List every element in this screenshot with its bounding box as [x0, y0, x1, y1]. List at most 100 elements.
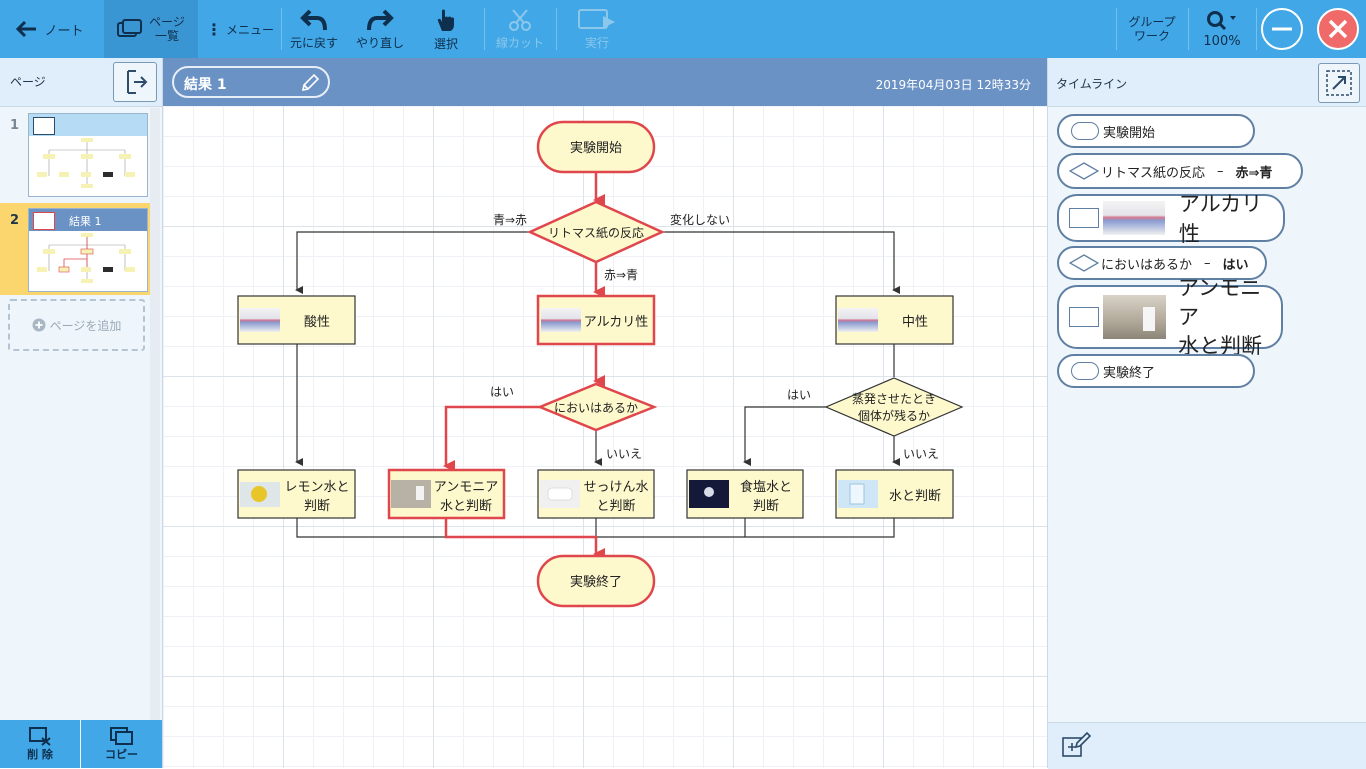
run-icon: [578, 8, 615, 29]
node-neutral[interactable]: 中性: [835, 295, 954, 345]
timeline-item-label: においはあるか: [1101, 257, 1193, 273]
flowchart: 実験開始 リトマス紙の反応 青⇒赤 変化しない 赤⇒青 酸性 アルカリ性 中性: [237, 120, 964, 608]
litmus-image: [838, 308, 878, 332]
page-thumbnail-2[interactable]: 2 結果 1: [0, 203, 150, 295]
decision-litmus[interactable]: リトマス紙の反応: [526, 200, 666, 264]
thumbnail-title: 結果 1: [69, 215, 102, 228]
groupwork-button[interactable]: グループ ワーク: [1118, 0, 1186, 58]
timeline-item-litmus[interactable]: リトマス紙の反応 – 赤⇒青: [1057, 153, 1303, 189]
page-titlebar: 結果 1 2019年04月03日 12時33分: [163, 58, 1047, 106]
arrow-left-icon: [16, 20, 37, 38]
add-page-button[interactable]: ページを追加: [8, 299, 145, 351]
page-thumbnail-1[interactable]: 1: [0, 108, 150, 200]
timeline-header: タイムライン: [1048, 58, 1366, 107]
node-label: アルカリ性: [584, 315, 648, 330]
litmus-image: [240, 308, 280, 332]
node-soap-water[interactable]: せっけん水 と判断: [537, 469, 655, 519]
timeline-item-start[interactable]: 実験開始: [1057, 114, 1255, 148]
run-label: 実行: [584, 35, 609, 50]
pages-scrollbar[interactable]: [150, 108, 160, 720]
node-label: せっけん水: [583, 480, 648, 495]
note-edit-icon: [1062, 731, 1092, 757]
expand-icon: [1326, 70, 1352, 96]
timeline-footer: [1048, 722, 1366, 769]
ammonia-image: [391, 480, 431, 508]
toolbar-divider: [281, 8, 282, 50]
timeline-item-label: 実験開始: [1103, 125, 1156, 141]
magnifier-icon: [1207, 10, 1236, 30]
close-button[interactable]: [1317, 8, 1359, 50]
timeline-item-smell[interactable]: においはあるか – はい: [1057, 246, 1267, 280]
toolbar-divider: [484, 8, 485, 50]
delete-page-button[interactable]: 削 除: [0, 720, 80, 768]
node-salt-water[interactable]: 食塩水と 判断: [686, 469, 804, 519]
node-ammonia-water[interactable]: アンモニア 水と判断: [387, 468, 506, 520]
back-to-note-button[interactable]: ノート: [0, 0, 100, 58]
collapse-panel-button[interactable]: [113, 62, 157, 102]
pencil-icon: [301, 73, 320, 92]
redo-button[interactable]: やり直し: [350, 0, 410, 58]
node-alkaline[interactable]: アルカリ性: [536, 294, 656, 346]
timeline-item-label: アンモニア: [1177, 275, 1262, 329]
branch-label-mid: 赤⇒青: [604, 268, 638, 282]
thumbnail-image: [28, 113, 148, 197]
redo-label: やり直し: [355, 35, 404, 50]
decision-evaporate[interactable]: 蒸発させたとき 個体が残るか: [824, 377, 964, 437]
node-start[interactable]: 実験開始: [536, 120, 656, 174]
expand-timeline-button[interactable]: [1318, 63, 1360, 103]
branch-label-right: 変化しない: [670, 212, 730, 227]
page-title: 結果 1: [184, 77, 227, 93]
decision-smell[interactable]: においはあるか: [536, 382, 658, 432]
undo-label: 元に戻す: [289, 35, 338, 50]
undo-button[interactable]: 元に戻す: [284, 0, 344, 58]
timeline-item-alkaline[interactable]: アルカリ性: [1057, 192, 1285, 246]
page-title-field[interactable]: 結果 1: [172, 66, 330, 98]
copy-page-button[interactable]: コピー: [81, 720, 162, 768]
process-shape-icon: [1069, 208, 1099, 228]
node-lemon-water[interactable]: レモン水と 判断: [237, 469, 356, 519]
delete-page-icon: [29, 727, 51, 746]
minimize-button[interactable]: [1261, 8, 1303, 50]
node-water[interactable]: 水と判断: [835, 469, 954, 519]
node-label: においはあるか: [554, 401, 638, 415]
menu-button[interactable]: ⋮ メニュー: [202, 0, 278, 58]
zoom-button[interactable]: 100%: [1190, 0, 1254, 58]
soap-image: [547, 487, 573, 501]
mini-flowchart: [37, 138, 135, 188]
branch-label-yes: はい: [787, 388, 811, 402]
ammonia-image: [1102, 295, 1166, 339]
node-label: 中性: [902, 315, 928, 330]
salt-image: [704, 487, 714, 497]
pages-panel-title: ページ: [10, 75, 46, 89]
flowchart-canvas[interactable]: 実験開始 リトマス紙の反応 青⇒赤 変化しない 赤⇒青 酸性 アルカリ性 中性: [163, 106, 1047, 768]
node-acid[interactable]: 酸性: [237, 295, 356, 345]
add-note-button[interactable]: [1060, 731, 1092, 761]
terminal-shape-icon: [1071, 362, 1099, 380]
node-label: 実験終了: [570, 574, 622, 590]
node-label: 水と判断: [889, 489, 941, 504]
toolbar: ノート ページ 一覧 ⋮ メニュー 元に戻す やり直し 選択 線カット 実行 グ…: [0, 0, 1366, 58]
node-end[interactable]: 実験終了: [536, 554, 656, 608]
node-label: リトマス紙の反応: [548, 225, 644, 240]
timeline-item-label: リトマス紙の反応: [1101, 165, 1206, 181]
undo-icon: [300, 9, 327, 30]
node-label: 実験開始: [570, 140, 622, 156]
timeline-item-label: アルカリ性: [1178, 192, 1263, 246]
timeline-item-answer: 赤⇒青: [1235, 165, 1273, 181]
copy-label: コピー: [105, 748, 138, 761]
more-vertical-icon: ⋮: [205, 19, 222, 39]
timeline-item-ammonia[interactable]: アンモニア 水と判断: [1057, 276, 1283, 358]
lemon-image: [251, 486, 267, 502]
node-label: 酸性: [304, 315, 330, 330]
select-button[interactable]: 選択: [418, 0, 474, 58]
highlight-path: [443, 172, 605, 560]
connector-lines: [295, 231, 900, 538]
scissors-icon: [509, 8, 531, 31]
page-list-button[interactable]: ページ 一覧: [104, 0, 198, 58]
add-page-label: ページを追加: [49, 318, 122, 333]
run-button[interactable]: 実行: [566, 0, 628, 58]
timeline-item-end[interactable]: 実験終了: [1057, 354, 1255, 388]
pages-icon: [117, 19, 143, 37]
toolbar-divider: [556, 8, 557, 50]
line-cut-button[interactable]: 線カット: [490, 0, 550, 58]
